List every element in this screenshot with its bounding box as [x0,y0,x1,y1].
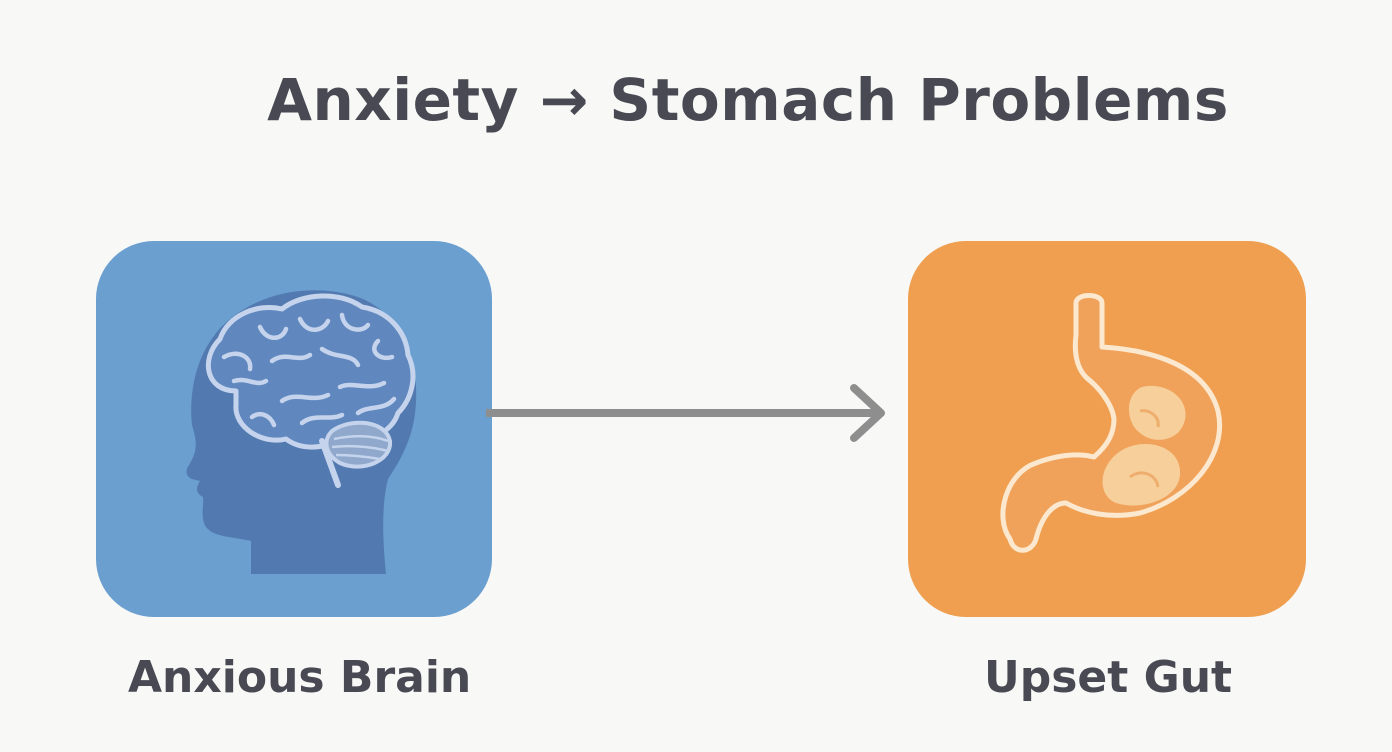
diagram-title: Anxiety → Stomach Problems [267,66,1229,134]
brain-head-icon [186,290,417,574]
stomach-icon [1000,293,1222,553]
anxious-brain-tile [96,241,492,617]
upset-gut-label: Upset Gut [984,652,1233,703]
upset-gut-tile [908,241,1306,617]
anxious-brain-label: Anxious Brain [128,652,472,703]
